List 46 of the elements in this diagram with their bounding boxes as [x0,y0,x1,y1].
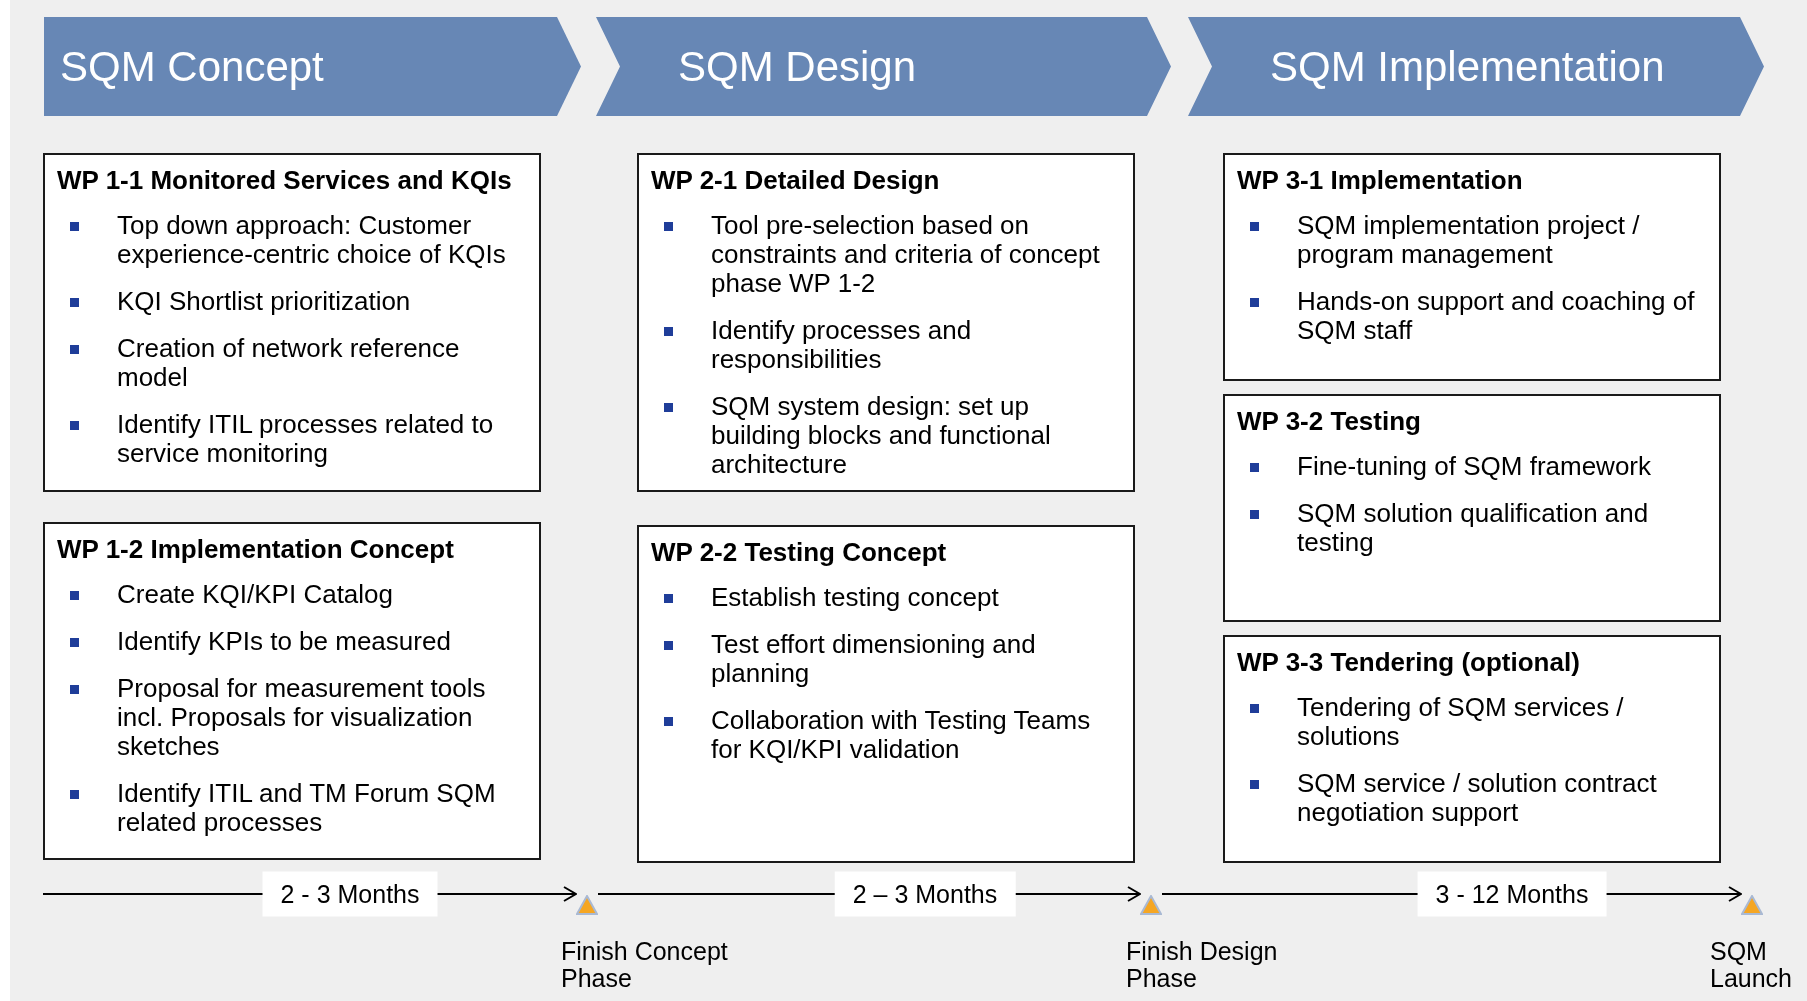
bullet-item: Fine-tuning of SQM framework [1297,452,1707,481]
bullet-item: Collaboration with Testing Teams for KQI/KPI validation [711,706,1121,764]
work-package-heading: WP 1-2 Implementation Concept [57,534,455,564]
phase-title: SQM Implementation [1270,42,1665,91]
work-package-heading: WP 3-1 Implementation [1237,165,1524,195]
bullet-item: KQI Shortlist prioritization [117,287,527,316]
phase-banner [44,17,581,116]
duration-label: 2 - 3 Months [262,871,438,917]
bullet-item: Hands-on support and coaching of SQM staff [1297,287,1707,345]
work-package-box [1223,635,1721,863]
bullet-item: Create KQI/KPI Catalog [117,580,527,609]
milestone-label: SQM Launch [1710,938,1794,992]
bullet-item: SQM service / solution contract negotiation support [1297,769,1707,827]
duration-label: 3 - 12 Months [1417,871,1607,917]
phase-title: SQM Concept [60,42,324,91]
work-package-heading: WP 3-2 Testing [1237,406,1422,436]
bullet-item: SQM solution qualification and testing [1297,499,1707,557]
bullet-item: Tendering of SQM services / solutions [1297,693,1707,751]
bullet-item: Identify processes and responsibilities [711,316,1121,374]
bullet-item: Tool pre-selection based on constraints and criteria of concept phase WP 1-2 [711,211,1121,298]
bullet-item: SQM system design: set up building blocks and functional architecture [711,392,1121,479]
work-package-box [637,153,1135,492]
work-package-box [1223,394,1721,622]
milestone-label: Finish Concept Phase [561,938,729,992]
bullet-item: Proposal for measurement tools incl. Proposals for visualization sketches [117,674,527,761]
bullet-item: SQM implementation project / program management [1297,211,1707,269]
work-package-heading: WP 1-1 Monitored Services and KQIs [57,165,513,195]
work-package-heading: WP 2-1 Detailed Design [651,165,941,195]
work-package-box [43,153,541,492]
work-package-heading: WP 3-3 Tendering (optional) [1237,647,1581,677]
bullet-item: Identify ITIL processes related to service monitoring [117,410,527,468]
work-package-box [637,525,1135,863]
milestone-label: Finish Design Phase [1126,938,1279,992]
bullet-item: Top down approach: Customer experience-centric choice of KQIs [117,211,527,269]
phase-title: SQM Design [678,42,917,91]
work-package-box [43,522,541,860]
bullet-item: Establish testing concept [711,583,1121,612]
phase-banner [596,17,1171,116]
duration-label: 2 – 3 Months [834,871,1016,917]
work-package-box [1223,153,1721,381]
bullet-item: Identify KPIs to be measured [117,627,527,656]
bullet-item: Test effort dimensioning and planning [711,630,1121,688]
phase-banner [1188,17,1764,116]
work-package-heading: WP 2-2 Testing Concept [651,537,948,567]
bullet-item: Creation of network reference model [117,334,527,392]
bullet-item: Identify ITIL and TM Forum SQM related processes [117,779,527,837]
